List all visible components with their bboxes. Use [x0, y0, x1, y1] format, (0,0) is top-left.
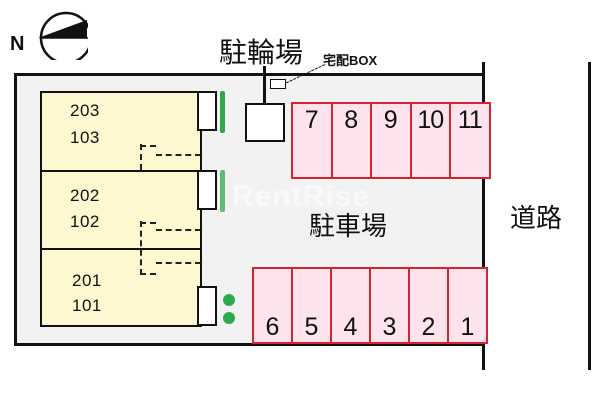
hedge — [220, 170, 225, 212]
road-label: 道路 — [510, 204, 563, 234]
unit-lower: 103 — [70, 128, 100, 147]
parking-stall-3: 3 — [369, 267, 410, 344]
unit-lower: 102 — [70, 212, 100, 231]
interior-dashed-line — [140, 144, 142, 170]
svg-text:N: N — [10, 33, 24, 55]
parking-row-bottom: 6 5 4 3 2 1 — [252, 267, 488, 344]
unit-lower: 101 — [72, 296, 102, 315]
delivery-box-leader-line — [285, 63, 327, 84]
interior-dashed-line — [140, 273, 156, 275]
unit-block-202-102: 202 102 — [40, 170, 202, 250]
parking-stall-10: 10 — [409, 102, 451, 179]
hedge — [220, 91, 225, 133]
watermark: RentRise — [232, 180, 371, 213]
interior-dashed-line — [140, 221, 142, 275]
parking-stall-5: 5 — [291, 267, 332, 344]
parking-stall-6: 6 — [252, 267, 293, 344]
north-arrow-icon: N — [10, 11, 93, 65]
parking-lot-label: 駐車場 — [309, 212, 388, 242]
parking-stall-11: 11 — [449, 102, 491, 179]
parking-stall-4: 4 — [330, 267, 371, 344]
shrub — [223, 312, 235, 324]
bicycle-parking-pointer — [263, 66, 266, 122]
delivery-box-label: 宅配BOX — [323, 53, 378, 68]
storage-box — [197, 286, 217, 326]
interior-dashed-line — [140, 145, 156, 147]
unit-block-203-103: 203 103 — [40, 91, 202, 172]
interior-dashed-line — [156, 262, 201, 264]
shrub — [223, 294, 235, 306]
storage-box — [197, 91, 217, 131]
delivery-box — [270, 79, 286, 89]
parking-stall-8: 8 — [330, 102, 372, 179]
parking-stall-2: 2 — [408, 267, 449, 344]
unit-upper: 202 — [70, 186, 100, 205]
storage-box — [197, 170, 217, 210]
unit-block-201-101: 201 101 — [40, 248, 202, 327]
road-edge-left — [482, 62, 485, 370]
interior-dashed-line — [140, 222, 156, 224]
interior-dashed-line — [156, 229, 201, 231]
compass: N — [8, 4, 93, 65]
interior-dashed-line — [156, 154, 201, 156]
unit-upper: 201 — [72, 271, 102, 290]
parking-stall-1: 1 — [447, 267, 488, 344]
parking-row-top: 7 8 9 10 11 — [291, 102, 491, 179]
bicycle-parking-area — [245, 103, 285, 142]
parking-stall-7: 7 — [291, 102, 333, 179]
bicycle-parking-label: 駐輪場 — [219, 36, 304, 69]
unit-upper: 203 — [70, 101, 100, 120]
road-edge-right — [588, 62, 591, 370]
parking-stall-9: 9 — [370, 102, 412, 179]
